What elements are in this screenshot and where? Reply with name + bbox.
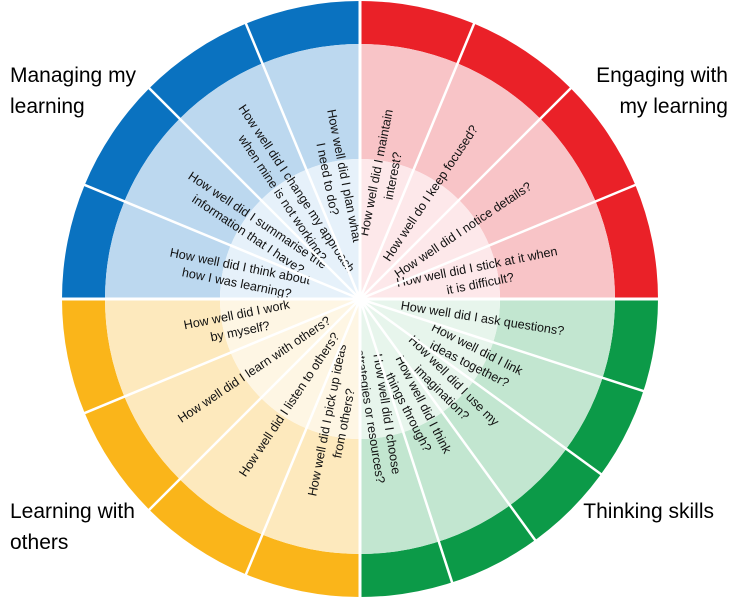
- segment-divider: [358, 21, 476, 300]
- question-band-thinking: [360, 299, 615, 554]
- quadrant-engaging: How well did I maintaininterest?How well…: [357, 1, 658, 299]
- title-line: learning: [10, 95, 85, 118]
- segment-divider: [146, 298, 361, 513]
- segment-divider: [244, 21, 362, 300]
- title-thinking-skills: Thinking skills: [583, 496, 714, 527]
- center-hub: [356, 295, 364, 303]
- segment-divider: [359, 297, 604, 477]
- segment-divider: [146, 85, 361, 300]
- outer-ring-thinking: [360, 299, 658, 597]
- title-line: Engaging with: [596, 64, 728, 87]
- segment-divider: [82, 183, 361, 301]
- segment-divider: [82, 297, 361, 415]
- segment-divider: [358, 298, 454, 585]
- segment-divider: [359, 85, 574, 300]
- outer-ring-managing: [62, 1, 360, 299]
- quadrant-thinking: How well did I ask questions?How well di…: [353, 299, 658, 597]
- segment-divider: [359, 297, 646, 393]
- title-line: others: [10, 531, 69, 554]
- segment-divider: [359, 183, 638, 301]
- title-line: Managing my: [10, 64, 137, 87]
- outer-ring-engaging: [360, 1, 658, 299]
- title-learning-with-others: Learning with others: [10, 496, 135, 558]
- outer-ring-others: [62, 299, 360, 597]
- title-managing-my-learning: Managing my learning: [10, 60, 136, 122]
- title-line: my learning: [619, 95, 728, 118]
- segment-divider: [244, 298, 362, 577]
- title-line: Thinking skills: [583, 500, 714, 523]
- question-text: How well did I choosestrategies or resou…: [353, 346, 405, 484]
- segment-divider: [358, 298, 538, 543]
- title-engaging-with-my-learning: Engaging with my learning: [596, 60, 728, 122]
- title-line: Learning with: [10, 500, 135, 523]
